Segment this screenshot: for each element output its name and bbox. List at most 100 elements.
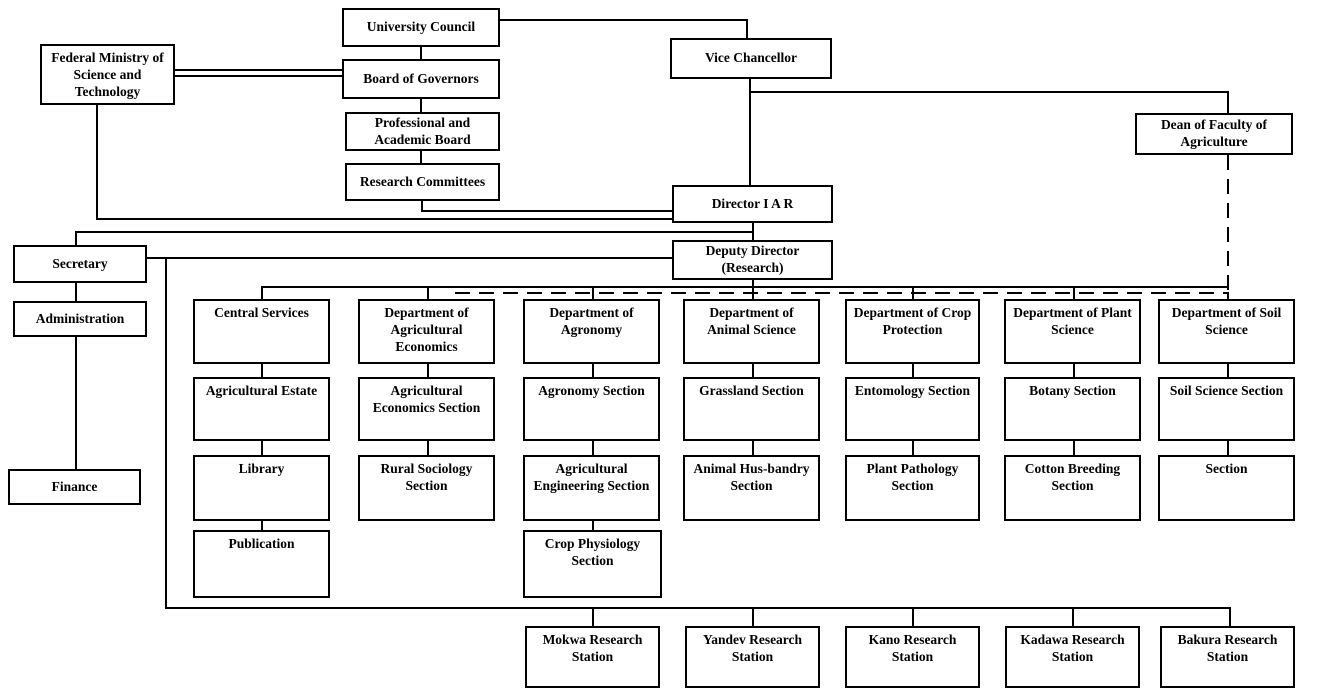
node-label: Animal Hus-bandry Section xyxy=(693,461,810,493)
dept-crop-protection: Department of Crop Protection xyxy=(845,299,980,364)
connector-line xyxy=(1227,91,1229,113)
agricultural-economics-section: Agricultural Economics Section xyxy=(358,377,495,441)
node-label: Grassland Section xyxy=(699,383,804,398)
connector-line xyxy=(75,283,77,301)
connector-line-dashed xyxy=(455,292,1229,294)
connector-line xyxy=(261,441,263,455)
node-label: Agronomy Section xyxy=(538,383,645,398)
connector-line xyxy=(261,521,263,530)
connector-line xyxy=(592,441,594,455)
node-label: Deputy Director (Research) xyxy=(705,243,800,275)
connector-line xyxy=(96,218,672,220)
agricultural-engineering-section: Agricultural Engineering Section xyxy=(523,455,660,521)
node-label: Department of Agricultural Economics xyxy=(384,305,469,354)
node-label: Kadawa Research Station xyxy=(1020,632,1125,664)
connector-line xyxy=(421,210,672,212)
node-label: Library xyxy=(238,461,285,476)
connector-line xyxy=(427,286,429,299)
connector-line xyxy=(1072,607,1074,626)
node-label: Department of Agronomy xyxy=(549,305,634,337)
node-label: Publication xyxy=(228,536,295,551)
professional-academic-board: Professional and Academic Board xyxy=(345,112,500,151)
connector-line xyxy=(752,364,754,377)
connector-line xyxy=(261,286,1229,288)
soil-science-section: Soil Science Section xyxy=(1158,377,1295,441)
node-label: Entomology Section xyxy=(854,383,971,398)
connector-line xyxy=(1227,293,1229,299)
node-label: Kano Research Station xyxy=(868,632,957,664)
connector-line xyxy=(261,364,263,377)
grassland-section: Grassland Section xyxy=(683,377,820,441)
connector-line xyxy=(427,364,429,377)
agronomy-section: Agronomy Section xyxy=(523,377,660,441)
connector-line xyxy=(420,151,422,163)
connector-line xyxy=(752,223,754,240)
connector-line xyxy=(1227,441,1229,455)
node-label: Finance xyxy=(51,478,98,494)
library: Library xyxy=(193,455,330,521)
node-label: Professional and Academic Board xyxy=(374,114,471,147)
board-of-governors: Board of Governors xyxy=(342,59,500,99)
secretary: Secretary xyxy=(13,245,147,283)
connector-line xyxy=(165,607,1231,609)
connector-line xyxy=(746,19,748,38)
connector-line xyxy=(912,441,914,455)
connector-line xyxy=(1229,607,1231,626)
finance: Finance xyxy=(8,469,141,505)
connector-line xyxy=(75,337,77,469)
publication: Publication xyxy=(193,530,330,598)
section: Section xyxy=(1158,455,1295,521)
node-label: Department of Soil Science xyxy=(1171,305,1282,337)
connector-line xyxy=(749,91,1229,93)
administration: Administration xyxy=(13,301,147,337)
central-services: Central Services xyxy=(193,299,330,364)
connector-line xyxy=(421,201,423,211)
connector-line xyxy=(75,231,77,245)
mokwa-research-station: Mokwa Research Station xyxy=(525,626,660,688)
connector-line xyxy=(75,231,753,233)
dept-animal-science: Department of Animal Science xyxy=(683,299,820,364)
connector-line xyxy=(1073,441,1075,455)
dean-faculty-agriculture: Dean of Faculty of Agriculture xyxy=(1135,113,1293,155)
connector-line xyxy=(175,75,342,77)
node-label: Agricultural Economics Section xyxy=(372,383,481,415)
connector-line xyxy=(912,607,914,626)
node-label: Soil Science Section xyxy=(1169,383,1284,398)
node-label: Bakura Research Station xyxy=(1177,632,1278,664)
animal-husbandry-section: Animal Hus-bandry Section xyxy=(683,455,820,521)
connector-line-dashed xyxy=(1227,155,1229,293)
connector-line xyxy=(752,607,754,626)
connector-line xyxy=(165,257,167,608)
node-label: Department of Animal Science xyxy=(707,305,796,337)
cotton-breeding-section: Cotton Breeding Section xyxy=(1004,455,1141,521)
agricultural-estate: Agricultural Estate xyxy=(193,377,330,441)
node-label: Central Services xyxy=(214,305,309,320)
connector-line xyxy=(147,257,672,259)
node-label: Dean of Faculty of Agriculture xyxy=(1160,117,1268,149)
rural-sociology-section: Rural Sociology Section xyxy=(358,455,495,521)
node-label: Botany Section xyxy=(1029,383,1116,398)
dept-agronomy: Department of Agronomy xyxy=(523,299,660,364)
connector-line xyxy=(752,280,754,287)
connector-line xyxy=(592,364,594,377)
node-label: Plant Pathology Section xyxy=(866,461,959,493)
deputy-director-research: Deputy Director (Research) xyxy=(672,240,833,280)
node-label: Department of Crop Protection xyxy=(853,305,972,337)
research-committees: Research Committees xyxy=(345,163,500,201)
node-label: Crop Physiology Section xyxy=(544,536,641,568)
node-label: Mokwa Research Station xyxy=(542,632,643,664)
yandev-research-station: Yandev Research Station xyxy=(685,626,820,688)
vice-chancellor: Vice Chancellor xyxy=(670,38,832,79)
node-label: Cotton Breeding Section xyxy=(1024,461,1121,493)
node-label: Section xyxy=(1205,461,1248,476)
entomology-section: Entomology Section xyxy=(845,377,980,441)
connector-line xyxy=(1073,364,1075,377)
kano-research-station: Kano Research Station xyxy=(845,626,980,688)
node-label: Vice Chancellor xyxy=(704,50,798,66)
connector-line xyxy=(500,19,748,21)
node-label: Agricultural Engineering Section xyxy=(533,461,650,493)
bakura-research-station: Bakura Research Station xyxy=(1160,626,1295,688)
botany-section: Botany Section xyxy=(1004,377,1141,441)
connector-line xyxy=(420,98,422,112)
